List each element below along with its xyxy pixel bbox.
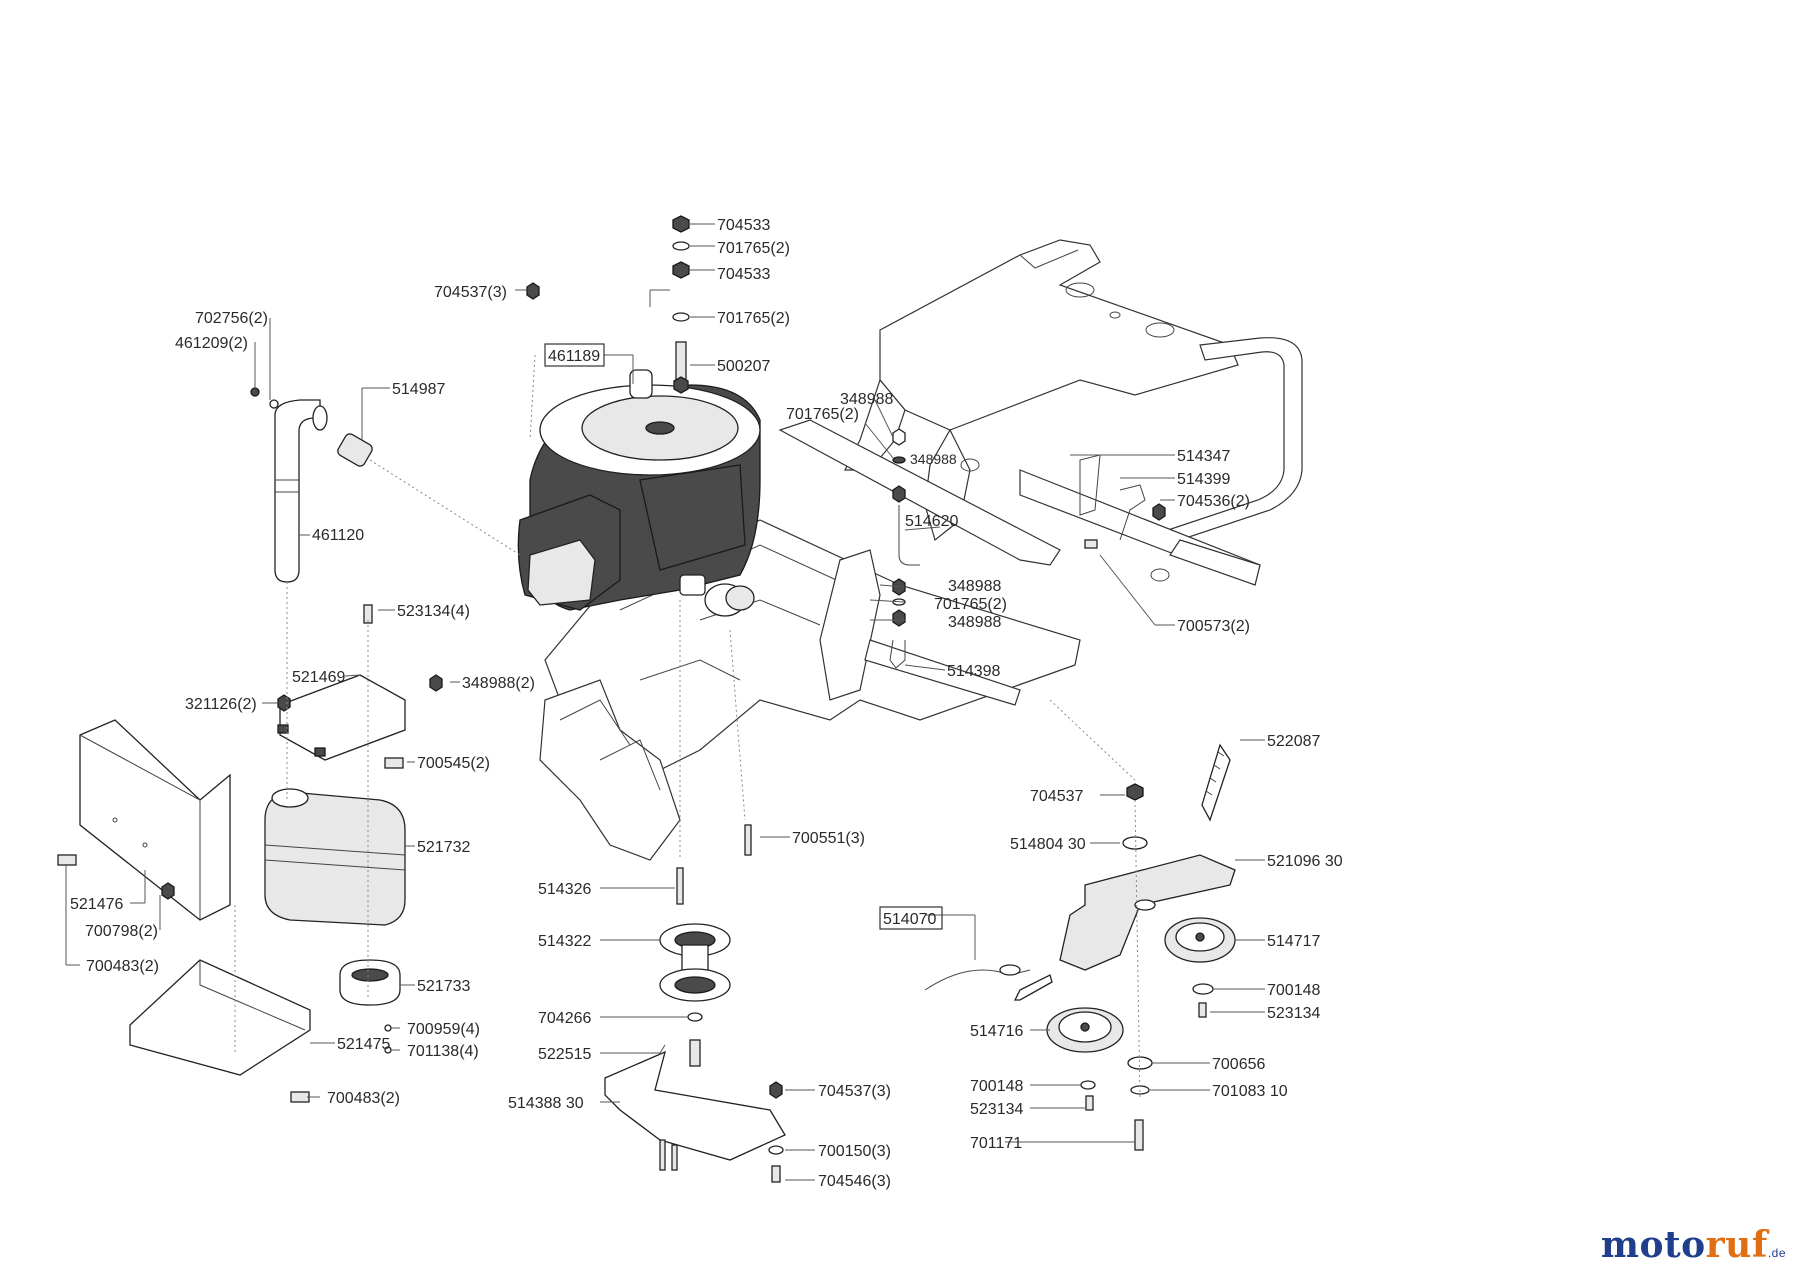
part-label: 521733	[417, 978, 470, 995]
spark-arrestor	[339, 959, 401, 1006]
part-label: 521469	[292, 669, 345, 686]
part-label: 514987	[392, 381, 445, 398]
label-box-514070	[879, 906, 943, 930]
part-label: 461120	[312, 527, 364, 544]
part-label: 700150(3)	[818, 1143, 891, 1160]
part-label: 700798(2)	[85, 923, 158, 940]
part-label: 461189	[548, 348, 600, 365]
part-label: 522515	[538, 1046, 591, 1063]
part-label: 521732	[417, 839, 470, 856]
part-label: 700148	[1267, 982, 1320, 999]
part-label: 701171	[970, 1135, 1022, 1152]
part-label: 701765(2)	[934, 596, 1007, 613]
muffler	[264, 788, 406, 926]
part-label: 348988	[948, 578, 1001, 595]
part-label: 523134	[1267, 1005, 1320, 1022]
part-label: 700551(3)	[792, 830, 865, 847]
brand-name-part1: moto	[1600, 1224, 1706, 1266]
part-label: 704536(2)	[1177, 493, 1250, 510]
part-label: 701083 10	[1212, 1083, 1288, 1100]
part-label: 514620	[905, 513, 958, 530]
part-label: 700959(4)	[407, 1021, 480, 1038]
part-label: 700573(2)	[1177, 618, 1250, 635]
muffler-shield	[79, 719, 231, 921]
heat-shield-plate	[129, 959, 311, 1076]
part-label: 514804 30	[1010, 836, 1086, 853]
part-label: 523134	[970, 1101, 1023, 1118]
part-label: 700545(2)	[417, 755, 490, 772]
part-label: 521096 30	[1267, 853, 1343, 870]
part-label: 514388 30	[508, 1095, 584, 1112]
chassis-frame	[539, 239, 1303, 861]
brand-name-part2: ruf	[1705, 1224, 1768, 1266]
engine-bolt-stack	[526, 215, 690, 394]
part-label: 704537(3)	[818, 1083, 891, 1100]
part-label: 702756(2)	[195, 310, 268, 327]
part-label: 514399	[1177, 471, 1230, 488]
muffler-bracket	[277, 674, 406, 761]
part-label: 701765(2)	[717, 310, 790, 327]
part-label: 704537(3)	[434, 284, 507, 301]
part-label: 704266	[538, 1010, 591, 1027]
part-label: 461209(2)	[175, 335, 248, 352]
brand-suffix: .de	[1767, 1246, 1786, 1260]
leader-lines	[65, 223, 1265, 1181]
label-box-461189	[544, 343, 605, 367]
part-label: 514398	[947, 663, 1000, 680]
part-label: 701765(2)	[786, 406, 859, 423]
part-labels: 704533 701765(2) 704533 704537(3) 701765…	[70, 217, 1343, 1190]
part-label: 704533	[717, 266, 770, 283]
part-label: 700483(2)	[327, 1090, 400, 1107]
engine-assembly	[517, 369, 761, 617]
part-label: 704537	[1030, 788, 1083, 805]
part-label: 348988	[910, 451, 957, 467]
part-label: 521476	[70, 896, 123, 913]
part-label: 514070	[883, 911, 936, 928]
part-label: 523134(4)	[397, 603, 470, 620]
part-label: 701138(4)	[407, 1043, 479, 1060]
brand-logo: motoruf.de	[1601, 1224, 1786, 1266]
part-label: 514322	[538, 933, 591, 950]
center-pulley-group	[604, 824, 786, 1183]
part-label: 521475	[337, 1036, 390, 1053]
part-label: 514717	[1267, 933, 1320, 950]
part-label: 500207	[717, 358, 770, 375]
part-label: 700656	[1212, 1056, 1265, 1073]
tensioner-group	[924, 743, 1236, 1151]
part-label: 704546(3)	[818, 1173, 891, 1190]
part-label: 704533	[717, 217, 770, 234]
chassis-bolt-stacks	[889, 428, 1166, 669]
exhaust-pipe	[250, 387, 373, 583]
part-label: 348988(2)	[462, 675, 535, 692]
part-label: 700148	[970, 1078, 1023, 1095]
part-label: 514716	[970, 1023, 1023, 1040]
part-label: 701765(2)	[717, 240, 790, 257]
part-label: 700483(2)	[86, 958, 159, 975]
part-label: 348988	[840, 391, 893, 408]
part-label: 522087	[1267, 733, 1320, 750]
part-label: 348988	[948, 614, 1001, 631]
part-label: 514347	[1177, 448, 1230, 465]
part-label: 321126(2)	[185, 696, 257, 713]
part-label: 514326	[538, 881, 591, 898]
